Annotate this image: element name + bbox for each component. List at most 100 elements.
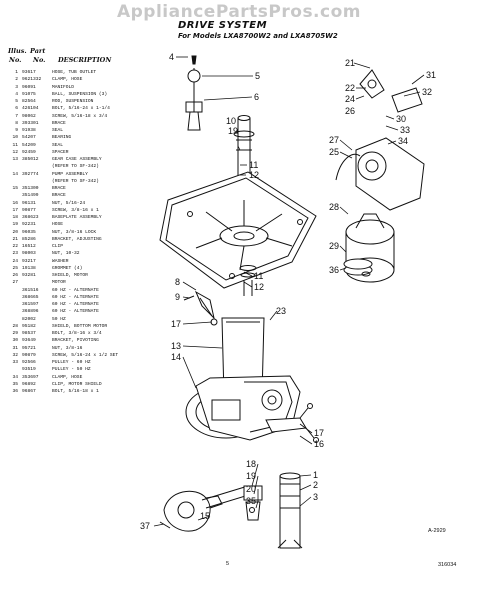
part-illus-no: 15	[12, 186, 18, 191]
part-illus-no: 31	[12, 345, 18, 351]
part-illus-no: 19	[12, 222, 18, 228]
callout-12-upper: 12	[249, 170, 260, 180]
part-illus-no: 34	[12, 374, 18, 380]
part-description: BASEPLATE ASSEMBLY	[52, 215, 102, 220]
part-description: GROMMET (4)	[52, 265, 83, 271]
part-illus-no: 8	[15, 120, 18, 126]
parts-list-row: (REFER TO SF-342)	[6, 178, 172, 185]
part-description: HOSE	[52, 222, 64, 228]
part-illus-no: 12	[12, 149, 18, 155]
part-number: 93617	[22, 70, 36, 75]
callout-19: 19	[228, 126, 239, 136]
part-number: 361516	[22, 287, 39, 293]
callout-15: 15	[200, 511, 211, 521]
callout-20: 20	[246, 484, 257, 494]
part-description: NUT, 3/8-16	[52, 345, 83, 351]
part-number: 351300	[22, 186, 39, 191]
part-number: 96892	[22, 381, 36, 387]
part-number: 9621332	[22, 77, 42, 83]
part-illus-no: 32	[12, 352, 18, 358]
part-description: BOLT, 5/16-24 x 1-1/4	[52, 106, 110, 112]
part-illus-no: 6	[15, 106, 18, 112]
part-number: 16512	[22, 244, 36, 249]
callout-27: 27	[329, 135, 340, 145]
part-illus-no: 17	[12, 207, 18, 213]
part-description: MANIFOLD	[52, 84, 75, 90]
part-number: 95182	[22, 323, 36, 329]
callout-13: 13	[171, 341, 182, 351]
header-part-no: No.	[33, 56, 46, 64]
callout-25: 25	[329, 147, 340, 157]
part-description: ROD, SUSPENSION	[52, 99, 94, 104]
part-description: CLIP	[52, 244, 64, 249]
part-illus-no: 11	[12, 142, 18, 148]
part-description: SCREW, 5/16-18 x 3/4	[52, 113, 108, 119]
callout-6: 6	[254, 92, 260, 102]
part-description: SPACER	[52, 149, 69, 155]
part-description: WASHER	[52, 258, 69, 264]
part-number: 96131	[22, 200, 36, 206]
part-description: CLIP, MOTOR SHIELD	[52, 381, 102, 387]
part-number: 96091	[22, 84, 36, 90]
part-number: 96867	[22, 389, 36, 394]
part-description: 50 HZ	[52, 316, 66, 322]
callout-21: 21	[345, 58, 356, 68]
document-number: 316034	[438, 562, 457, 568]
part-description: NUT, 10-32	[52, 251, 80, 257]
callout-34: 34	[398, 136, 409, 146]
part-number: 353697	[22, 374, 39, 380]
part-number: 54209	[22, 142, 36, 148]
part-illus-no: 24	[12, 258, 18, 264]
part-description: SEAL	[52, 128, 64, 133]
parts-list-row: (REFER TO SF-342)	[6, 163, 172, 170]
part-number: 93649	[22, 338, 36, 344]
part-description: 60 HZ - ALTERNATE	[52, 294, 99, 300]
callout-18: 18	[246, 459, 257, 469]
callout-9: 9	[175, 292, 181, 302]
part-description: SHIELD, MOTOR	[52, 273, 88, 278]
callout-17-left: 17	[171, 319, 182, 329]
part-illus-no: 28	[12, 323, 18, 329]
part-description: PUMP ASSEMBLY	[52, 171, 88, 177]
callout-1: 1	[313, 470, 319, 480]
part-number: 368896	[22, 309, 39, 315]
callout-leaders	[153, 56, 425, 527]
part-number: 82002	[22, 316, 36, 322]
part-illus-no: 25	[12, 265, 18, 271]
part-description: BEARING	[52, 135, 72, 141]
part-number: 54207	[22, 135, 36, 141]
part-description: BRACE	[52, 193, 66, 199]
part-illus-no: 14	[12, 171, 18, 177]
manifold-hose-icon	[277, 472, 303, 549]
part-illus-no: 20	[12, 229, 18, 235]
part-description: BOLT, 5/16-18 x 1	[52, 389, 99, 394]
pulley-icon	[343, 258, 373, 277]
part-illus-no: 18	[12, 215, 18, 220]
part-number: 351499	[22, 193, 39, 199]
callout-8: 8	[175, 277, 181, 287]
part-number: 19138	[22, 265, 36, 271]
